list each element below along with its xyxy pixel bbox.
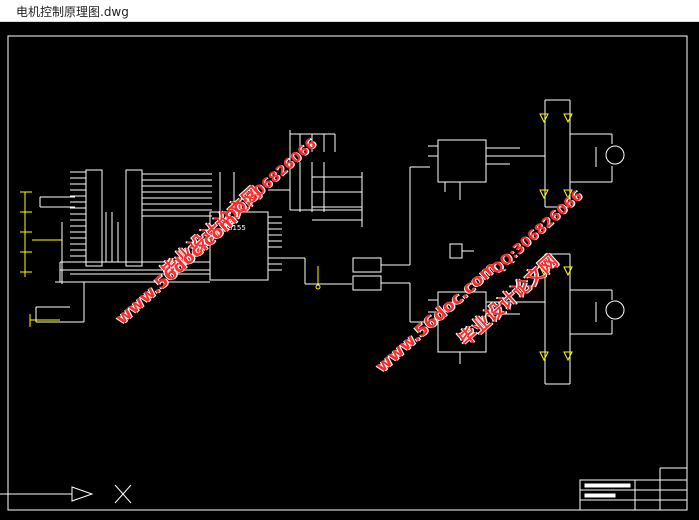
h-bridge-upper <box>520 99 625 208</box>
switch-group <box>20 191 62 327</box>
title-block <box>579 467 688 511</box>
driver-chip-upper <box>437 139 487 183</box>
cad-drawing-canvas[interactable]: 8155 毕业设计论文网 QQ:306826066 www.56doc.com … <box>0 22 699 520</box>
h-bridge-lower <box>530 253 625 385</box>
left-ic-block <box>55 169 212 284</box>
capacitor <box>449 243 463 259</box>
top-switch-array <box>289 130 363 227</box>
chip-8155 <box>209 211 269 281</box>
schematic-drawing <box>0 35 688 511</box>
driver-chip-lower <box>437 291 487 353</box>
optocoupler-1 <box>352 257 382 273</box>
window-title: 电机控制原理图.dwg <box>16 5 129 19</box>
drawing-frame <box>7 35 688 511</box>
ucs-axis-icon <box>0 484 132 504</box>
chip-8155-label: 8155 <box>228 224 246 232</box>
optocoupler-2 <box>352 275 382 291</box>
window-titlebar: 电机控制原理图.dwg <box>0 0 699 22</box>
